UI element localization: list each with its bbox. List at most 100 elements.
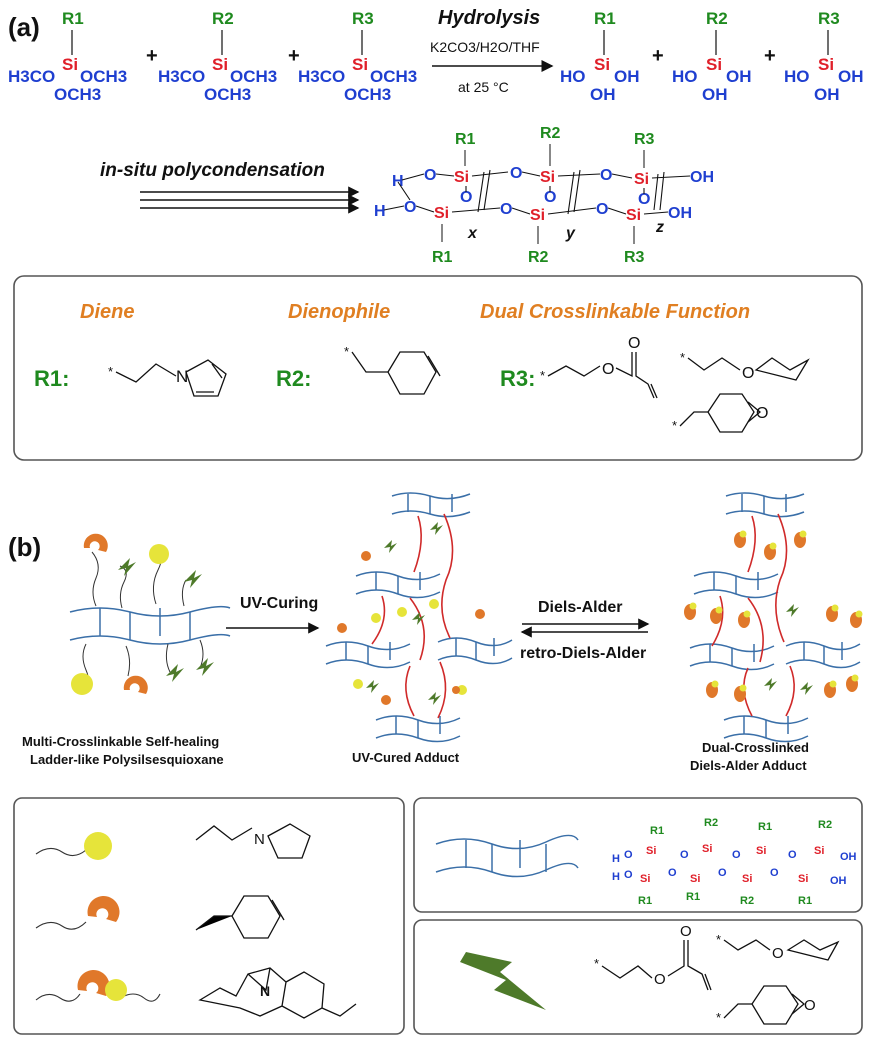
legend-acrylate-o-carbonyl: O [680, 923, 692, 940]
ladder-o-bottom-2: O [500, 201, 512, 218]
legend-ladder-si-t1: Si [646, 845, 656, 857]
silanetriol-1-oh-bottom: OH [590, 85, 616, 104]
silanetriol-2-r: R2 [706, 9, 728, 28]
legend-ladder-h1: H [612, 853, 620, 865]
svg-text:*: * [680, 350, 685, 365]
svg-text:*: * [344, 344, 349, 359]
ladder-oh-bottom: OH [668, 205, 692, 222]
ladder-subscript-z: z [655, 219, 664, 236]
silane-reagent-3: R3 Si H3CO OCH3 OCH3 [298, 9, 417, 104]
legend-ladder-r1-a: R1 [650, 825, 664, 837]
ladder-o-mid-2: O [544, 189, 556, 206]
plus-1: + [146, 45, 158, 67]
header-dienophile: Dienophile [288, 301, 390, 323]
silanetriol-2-ho: HO [672, 67, 698, 86]
pyrrole-propyl-structure: * [108, 359, 227, 397]
legend-ladder-si-t2: Si [702, 843, 712, 855]
silanetriol-3-ho: HO [784, 67, 810, 86]
panel-a-label: (a) [8, 12, 40, 42]
ladder-si-bottom-1: Si [434, 205, 449, 222]
silane-reagent-1: R1 Si H3CO OCH3 OCH3 [8, 9, 127, 104]
silanetriol-3-oh-bottom: OH [814, 85, 840, 104]
hydrolysis-temp: at 25 °C [458, 79, 509, 95]
ladder-oh-top: OH [690, 169, 714, 186]
legend-furan-nitrogen: N [254, 831, 265, 848]
reagent-2-methoxy-bottom: OCH3 [204, 85, 251, 104]
silanetriol-1-si: Si [594, 55, 610, 74]
reagent-3-methoxy-bottom: OCH3 [344, 85, 391, 104]
cyclohexenyl-ethyl-structure: * [344, 344, 441, 395]
svg-text:*: * [716, 932, 721, 947]
caption-right-line-1: Dual-Crosslinked [702, 740, 809, 755]
ladder-o-bottom-1: O [404, 199, 416, 216]
legend-ladder-r1-d: R1 [686, 891, 700, 903]
reagent-2-methoxy-right: OCH3 [230, 67, 277, 86]
reagent-2-r: R2 [212, 9, 234, 28]
reagent-1-methoxy-left: H3CO [8, 67, 55, 86]
dual-crosslinked-network-illustration [684, 492, 863, 743]
silanetriol-1: R1 Si HO OH OH [560, 9, 640, 104]
reagent-3-methoxy-right: OCH3 [370, 67, 417, 86]
ladder-si-top-3: Si [634, 171, 649, 188]
legend-ladder-oh-b: OH [830, 875, 847, 887]
reagent-1-si: Si [62, 55, 78, 74]
header-dual-crosslinkable: Dual Crosslinkable Function [480, 301, 750, 323]
legend-ladder-o-b1: O [668, 867, 677, 879]
ladder-si-top-2: Si [540, 169, 555, 186]
caption-left-line-2: Ladder-like Polysilsesquioxane [30, 752, 224, 767]
epoxycyclohexyl-structure: * [672, 393, 762, 433]
plus-4: + [764, 45, 776, 67]
caption-middle: UV-Cured Adduct [352, 750, 460, 765]
plus-3: + [652, 45, 664, 67]
legend-acrylate-structure: * [594, 940, 712, 991]
legend-ladder-o-l1: O [624, 849, 633, 861]
legend-ladder-r1-c: R1 [638, 895, 652, 907]
r2-label: R2: [276, 366, 311, 391]
legend-ladder-si-b2: Si [690, 873, 700, 885]
legend-ladder-si-b3: Si [742, 873, 752, 885]
silanetriol-1-r: R1 [594, 9, 616, 28]
legend-ladder-r2-a: R2 [704, 817, 718, 829]
diels-alder-label: Diels-Alder [538, 599, 622, 616]
legend-ladder-si-t3: Si [756, 845, 766, 857]
hydrolysis-reagents: K2CO3/H2O/THF [430, 39, 540, 55]
svg-text:*: * [594, 956, 599, 971]
header-diene: Diene [80, 301, 134, 323]
reagent-3-r: R3 [352, 9, 374, 28]
legend-ladder-o-l2: O [624, 869, 633, 881]
ladder-o-mid-1: O [460, 189, 472, 206]
equilibrium-arrows [520, 618, 650, 638]
ladder-subscript-y: y [565, 225, 576, 242]
ladder-si-bottom-2: Si [530, 207, 545, 224]
silanetriol-2-oh-right: OH [726, 67, 752, 86]
polycondensation-label: in-situ polycondensation [100, 160, 325, 181]
ladder-o-bottom-3: O [596, 201, 608, 218]
polycondensation-arrows [140, 186, 360, 214]
ladder-o-top-2: O [510, 165, 522, 182]
ladder-h-top: H [392, 173, 404, 190]
silanetriol-1-oh-right: OH [614, 67, 640, 86]
silanetriol-2: R2 Si HO OH OH [672, 9, 752, 104]
epoxy-o: O [756, 405, 768, 422]
reagent-2-methoxy-left: H3CO [158, 67, 205, 86]
svg-text:*: * [540, 368, 545, 383]
legend-ladder-si-t4: Si [814, 845, 824, 857]
legend-box-ladder [413, 797, 863, 913]
legend-adduct-nitrogen: N [260, 983, 270, 999]
legend-ladder-o-b3: O [770, 867, 779, 879]
r3-label: R3: [500, 366, 535, 391]
legend-ladder-o-t3: O [788, 849, 797, 861]
legend-furan-row: N [35, 823, 311, 860]
legend-ladder-o-b2: O [718, 867, 727, 879]
r1-label: R1: [34, 366, 69, 391]
legend-box-crosslinker [413, 919, 863, 1035]
silanetriol-3-si: Si [818, 55, 834, 74]
ladder-subscript-x: x [467, 225, 478, 242]
functional-groups-box [13, 275, 863, 461]
svg-text:*: * [108, 364, 113, 379]
legend-glycidyl-structure: * [716, 932, 840, 961]
legend-ladder-h2: H [612, 871, 620, 883]
ladder-r1-top: R1 [455, 131, 476, 148]
ladder-r1-bottom: R1 [432, 249, 453, 266]
